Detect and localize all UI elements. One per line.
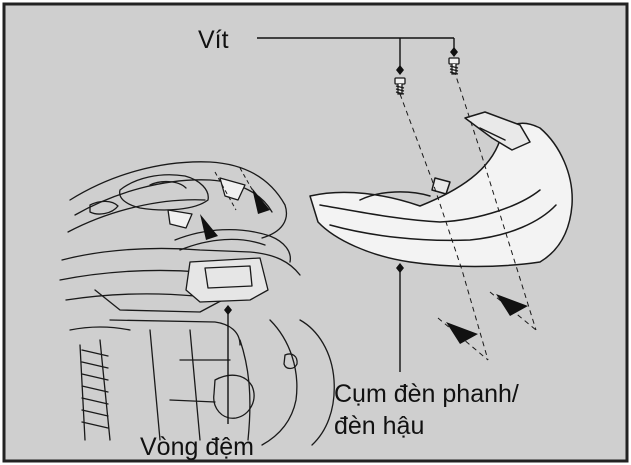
callout-leaders: [227, 37, 455, 424]
direction-arrows-left: [200, 188, 270, 240]
screw-icon: [448, 57, 460, 75]
taillight-label-line2: đèn hậu: [334, 412, 424, 440]
callout-points: [224, 47, 458, 315]
screw-icon: [394, 77, 406, 95]
taillight-label-line1: Cụm đèn phanh/: [334, 380, 519, 408]
direction-arrows-right: [446, 294, 528, 344]
washer-label: Vòng đệm: [140, 433, 254, 461]
taillight-assembly: [309, 111, 573, 268]
motorcycle-rear-body: [59, 161, 335, 446]
screw-label: Vít: [198, 26, 229, 54]
